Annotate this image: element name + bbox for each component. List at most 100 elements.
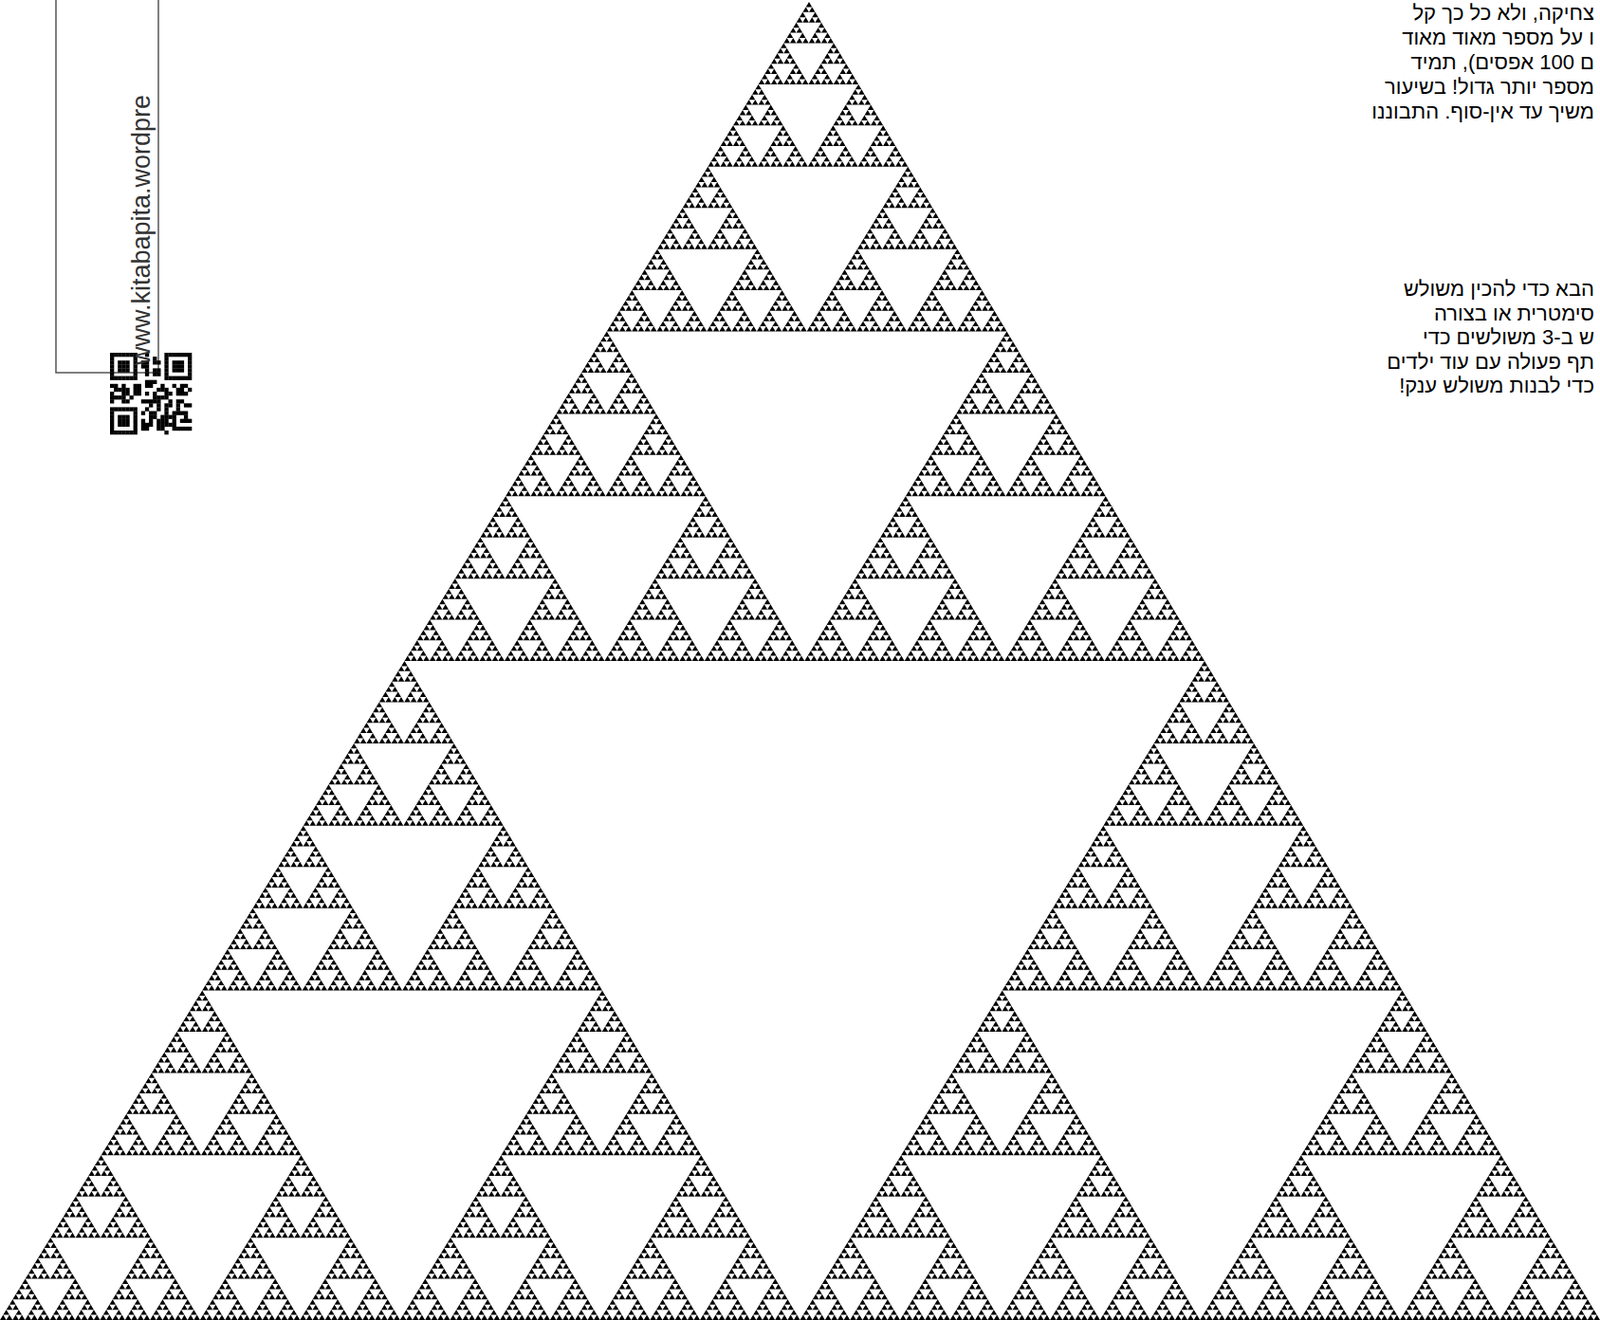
qr-module: [148, 422, 153, 427]
qr-module: [172, 364, 177, 368]
qr-module: [164, 367, 168, 372]
qr-module: [183, 426, 188, 431]
qr-module: [164, 406, 168, 411]
qr-module: [168, 399, 173, 404]
qr-module: [152, 415, 157, 420]
qr-module: [121, 367, 126, 372]
qr-module: [180, 367, 184, 372]
qr-module: [160, 426, 165, 431]
qr-module: [121, 384, 126, 388]
qr-module: [121, 352, 126, 357]
qr-module: [187, 372, 192, 377]
qr-module: [133, 419, 138, 423]
qr-module: [121, 387, 126, 392]
qr-module: [168, 352, 173, 357]
qr-module: [180, 419, 184, 423]
qr-module: [121, 419, 126, 423]
qr-module: [156, 403, 161, 407]
qr-module: [121, 376, 126, 381]
qr-module: [145, 380, 149, 385]
qr-module: [110, 395, 114, 400]
qr-module: [168, 391, 173, 396]
qr-module: [176, 364, 181, 368]
qr-module: [117, 419, 122, 423]
qr-module: [176, 403, 181, 407]
qr-module: [152, 380, 157, 385]
qr-module: [168, 403, 173, 407]
qr-module: [117, 360, 122, 365]
qr-module: [145, 406, 149, 411]
qr-module: [110, 376, 114, 381]
qr-module: [133, 384, 138, 388]
qr-module: [180, 364, 184, 368]
qr-module: [137, 384, 142, 388]
qr-module: [145, 367, 149, 372]
text-line: תף פעולה עם עוד ילדים: [1386, 349, 1595, 375]
qr-module: [117, 376, 122, 381]
qr-module: [133, 367, 138, 372]
text-line: צחיקה, ולא כל כך קל: [1412, 0, 1595, 26]
qr-module: [180, 376, 184, 381]
qr-module: [133, 406, 138, 411]
qr-module: [183, 384, 188, 388]
qr-module: [160, 387, 165, 392]
qr-module: [156, 422, 161, 427]
text-line: ש ב-3 משולשים כדי: [1422, 325, 1595, 350]
qr-module: [110, 422, 114, 427]
qr-module: [160, 395, 165, 400]
qr-module: [172, 367, 177, 372]
qr-module: [164, 391, 168, 396]
qr-module: [110, 430, 114, 435]
qr-module: [183, 391, 188, 396]
qr-module: [176, 360, 181, 365]
text-line: ו על מספר מאוד מאוד: [1401, 25, 1595, 51]
qr-module: [121, 360, 126, 365]
qr-module: [117, 395, 122, 400]
qr-module: [145, 426, 149, 431]
qr-module: [145, 391, 149, 396]
qr-module: [176, 406, 181, 411]
qr-module: [121, 415, 126, 420]
qr-module: [133, 415, 138, 420]
qr-module: [164, 356, 168, 361]
qr-module: [121, 399, 126, 404]
qr-module: [125, 391, 129, 396]
qr-module: [187, 376, 192, 381]
qr-module: [187, 403, 192, 407]
qr-module: [133, 422, 138, 427]
qr-module: [129, 406, 134, 411]
text-line: משיך עד אין-סוף. התבוננו: [1371, 99, 1595, 125]
qr-module: [152, 372, 157, 377]
qr-module: [164, 403, 168, 407]
qr-module: [110, 406, 114, 411]
qr-module: [164, 415, 168, 420]
qr-module: [148, 419, 153, 423]
qr-module: [113, 395, 118, 400]
qr-module: [164, 352, 168, 357]
qr-module: [145, 384, 149, 388]
qr-module: [125, 415, 129, 420]
qr-module: [137, 387, 142, 392]
qr-module: [156, 367, 161, 372]
qr-module: [187, 356, 192, 361]
qr-module: [164, 372, 168, 377]
qr-module: [117, 352, 122, 357]
qr-module: [137, 391, 142, 396]
qr-module: [183, 411, 188, 416]
qr-module: [113, 384, 118, 388]
qr-module: [148, 415, 153, 420]
qr-module: [156, 387, 161, 392]
qr-module: [110, 352, 114, 357]
qr-module: [152, 399, 157, 404]
qr-module: [141, 411, 146, 416]
qr-module: [187, 364, 192, 368]
qr-module: [113, 430, 118, 435]
qr-module: [168, 422, 173, 427]
qr-module: [164, 376, 168, 381]
qr-module: [187, 352, 192, 357]
qr-module: [176, 426, 181, 431]
qr-module: [176, 376, 181, 381]
qr-module: [148, 380, 153, 385]
qr-module: [156, 372, 161, 377]
qr-module: [113, 387, 118, 392]
